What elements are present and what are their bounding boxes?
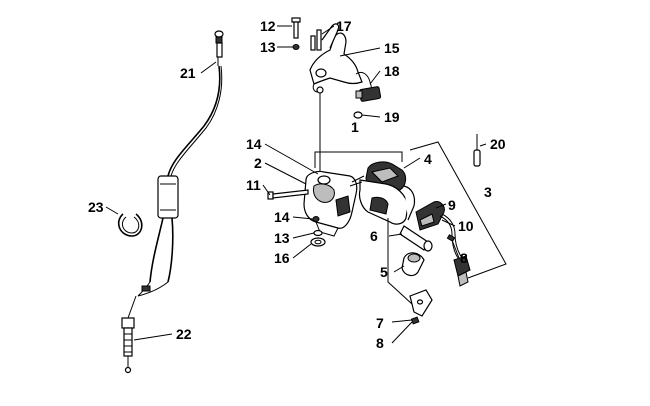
callout-8-lower: 8 [376, 335, 384, 351]
callout-12: 12 [260, 18, 276, 34]
sleeve-5 [401, 252, 425, 277]
bolt-8-lower [410, 316, 420, 325]
callout-23: 23 [88, 199, 104, 215]
throttle-cable [121, 30, 224, 374]
callout-3: 3 [484, 184, 492, 200]
callout-1: 1 [351, 119, 359, 135]
washer-13-lower [313, 229, 323, 237]
callout-9: 9 [448, 197, 456, 213]
callout-17: 17 [336, 18, 352, 34]
washer-13-top [292, 44, 300, 50]
callout-2: 2 [254, 155, 262, 171]
callout-6: 6 [370, 228, 378, 244]
washer-14-lower [312, 216, 320, 222]
wire-10 [439, 213, 471, 287]
callout-8-upper: 8 [460, 250, 468, 266]
pin-17 [310, 29, 322, 51]
callout-10: 10 [458, 218, 474, 234]
switch-18 [355, 71, 382, 102]
plate-7 [387, 218, 433, 317]
bolt-12 [291, 17, 301, 39]
leader-lines [105, 25, 487, 344]
nut-19 [353, 111, 363, 119]
ring-clip [117, 213, 143, 237]
callout-21: 21 [180, 65, 196, 81]
callout-13-lower: 13 [274, 230, 290, 246]
switch-9 [415, 201, 445, 231]
callout-7: 7 [376, 315, 384, 331]
callout-14-upper: 14 [246, 136, 262, 152]
throttle-lever [349, 161, 416, 225]
screw-11 [267, 189, 309, 200]
callout-20: 20 [490, 136, 506, 152]
callout-13-upper: 13 [260, 39, 276, 55]
callout-11: 11 [246, 177, 261, 193]
callout-22: 22 [176, 326, 192, 342]
callout-19: 19 [384, 109, 400, 125]
screw-8-upper [446, 234, 456, 242]
group-3-bracket [409, 141, 507, 279]
callout-labels: 12 13 17 15 18 19 21 1 14 2 4 20 11 3 9 … [88, 18, 506, 351]
plunger-6 [399, 225, 433, 252]
throttle-housing [303, 170, 358, 237]
callout-18: 18 [384, 63, 400, 79]
nut-16 [310, 237, 326, 247]
callout-15: 15 [384, 40, 400, 56]
callout-5: 5 [380, 264, 388, 280]
lever-bracket [309, 23, 363, 94]
pin-20 [473, 134, 481, 167]
callout-16: 16 [274, 250, 290, 266]
callout-14-lower: 14 [274, 209, 290, 225]
callout-4: 4 [424, 151, 432, 167]
group-1-bracket [314, 151, 403, 168]
